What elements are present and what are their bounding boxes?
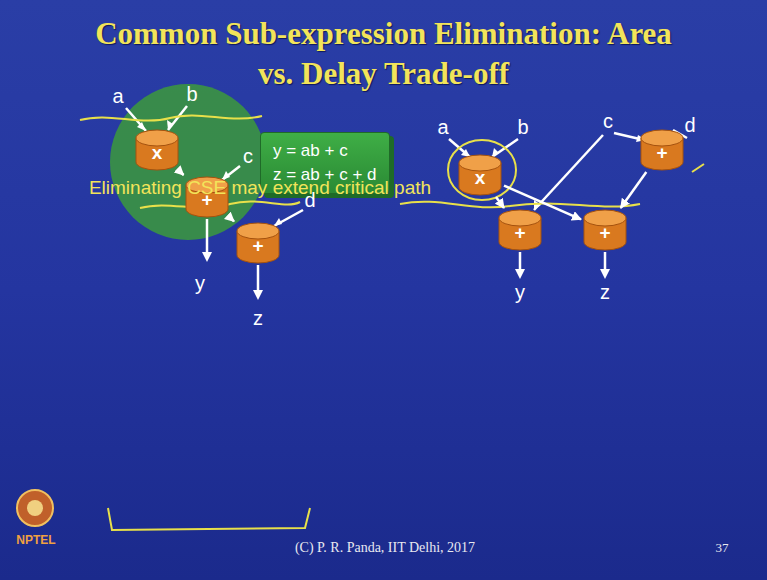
slide-title: Common Sub-expression Elimination: Area …: [90, 14, 677, 94]
data-flow-arrow: [180, 172, 183, 175]
output-name: y: [195, 272, 205, 295]
highlight-circle: [110, 84, 266, 240]
input-arrowheads: [137, 120, 679, 300]
node-text: +: [235, 234, 281, 258]
operator-cylinder: +: [235, 222, 281, 264]
operator-cylinder: +: [582, 209, 628, 251]
node-text: x: [134, 141, 180, 165]
node-text: y = ab + c: [273, 139, 377, 163]
slide-number: 37: [716, 540, 729, 556]
copyright-note: (C) P. R. Panda, IIT Delhi, 2017: [295, 540, 475, 556]
node-text: +: [639, 141, 685, 165]
operator-cylinder: x: [134, 129, 180, 171]
input-name: b: [186, 83, 197, 106]
operator-cylinder: +: [497, 209, 543, 251]
node-text: +: [582, 221, 628, 245]
input-name: d: [304, 189, 315, 212]
data-flow-arrow: [621, 172, 647, 208]
input-name: d: [684, 114, 695, 137]
annotation-strokes: [80, 115, 704, 530]
data-flow-arrow: [496, 197, 504, 208]
input-name: a: [112, 85, 123, 108]
operator-cylinder: +: [639, 129, 685, 171]
input-name: c: [243, 145, 253, 168]
node-text: +: [497, 221, 543, 245]
node-text: x: [457, 166, 503, 190]
output-name: y: [515, 281, 525, 304]
input-name: c: [603, 110, 613, 133]
subtitle: Eliminating CSE may extend critical path: [89, 177, 431, 199]
output-name: z: [253, 307, 263, 330]
input-name: b: [517, 116, 528, 139]
data-flow-arrow: [231, 219, 234, 222]
nptel-logo: [17, 490, 53, 526]
operator-cylinder: x: [457, 154, 503, 196]
input-wires: [126, 106, 687, 296]
input-name: a: [437, 116, 448, 139]
output-name: z: [600, 281, 610, 304]
logo-text: NPTEL: [16, 533, 55, 547]
